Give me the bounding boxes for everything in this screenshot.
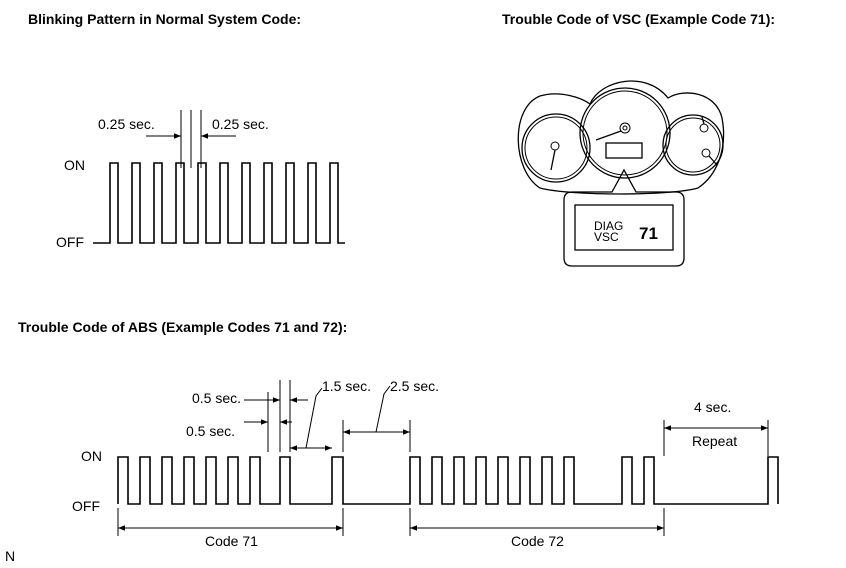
- lcd-display-zoom: [574, 204, 674, 251]
- normal-interval-left: 0.25 sec.: [98, 116, 155, 132]
- abs-interval-05-upper: 0.5 sec.: [192, 390, 241, 406]
- abs-interval-4: 4 sec.: [694, 399, 731, 415]
- normal-interval-right: 0.25 sec.: [212, 116, 269, 132]
- abs-repeat-label: Repeat: [692, 433, 737, 449]
- abs-on-label: ON: [81, 448, 102, 464]
- abs-code-71-label: Code 71: [205, 533, 258, 549]
- abs-interval-25: 2.5 sec.: [390, 378, 439, 394]
- heading-vsc-code: Trouble Code of VSC (Example Code 71):: [502, 11, 775, 27]
- corner-mark: N: [5, 548, 15, 564]
- abs-interval-15: 1.5 sec.: [322, 378, 371, 394]
- normal-blink-waveform: [93, 162, 345, 244]
- normal-on-label: ON: [64, 157, 85, 173]
- instrument-cluster-illustration: [517, 80, 725, 195]
- abs-interval-05-lower: 0.5 sec.: [186, 423, 235, 439]
- lcd-vsc-text: VSC: [594, 230, 619, 244]
- heading-normal-pattern: Blinking Pattern in Normal System Code:: [28, 11, 301, 27]
- abs-timing-markers: [117, 380, 769, 536]
- abs-off-label: OFF: [72, 498, 100, 514]
- normal-interval-markers: [146, 110, 236, 168]
- lcd-diag-text: DIAG: [594, 219, 623, 233]
- lcd-code-text: 71: [639, 224, 658, 243]
- lcd-callout-bubble: [563, 168, 685, 267]
- normal-off-label: OFF: [56, 234, 84, 250]
- cluster-lcd-window: [605, 142, 643, 159]
- heading-abs-code: Trouble Code of ABS (Example Codes 71 an…: [18, 319, 347, 335]
- abs-code-72-label: Code 72: [511, 533, 564, 549]
- abs-blink-waveform: [117, 456, 779, 505]
